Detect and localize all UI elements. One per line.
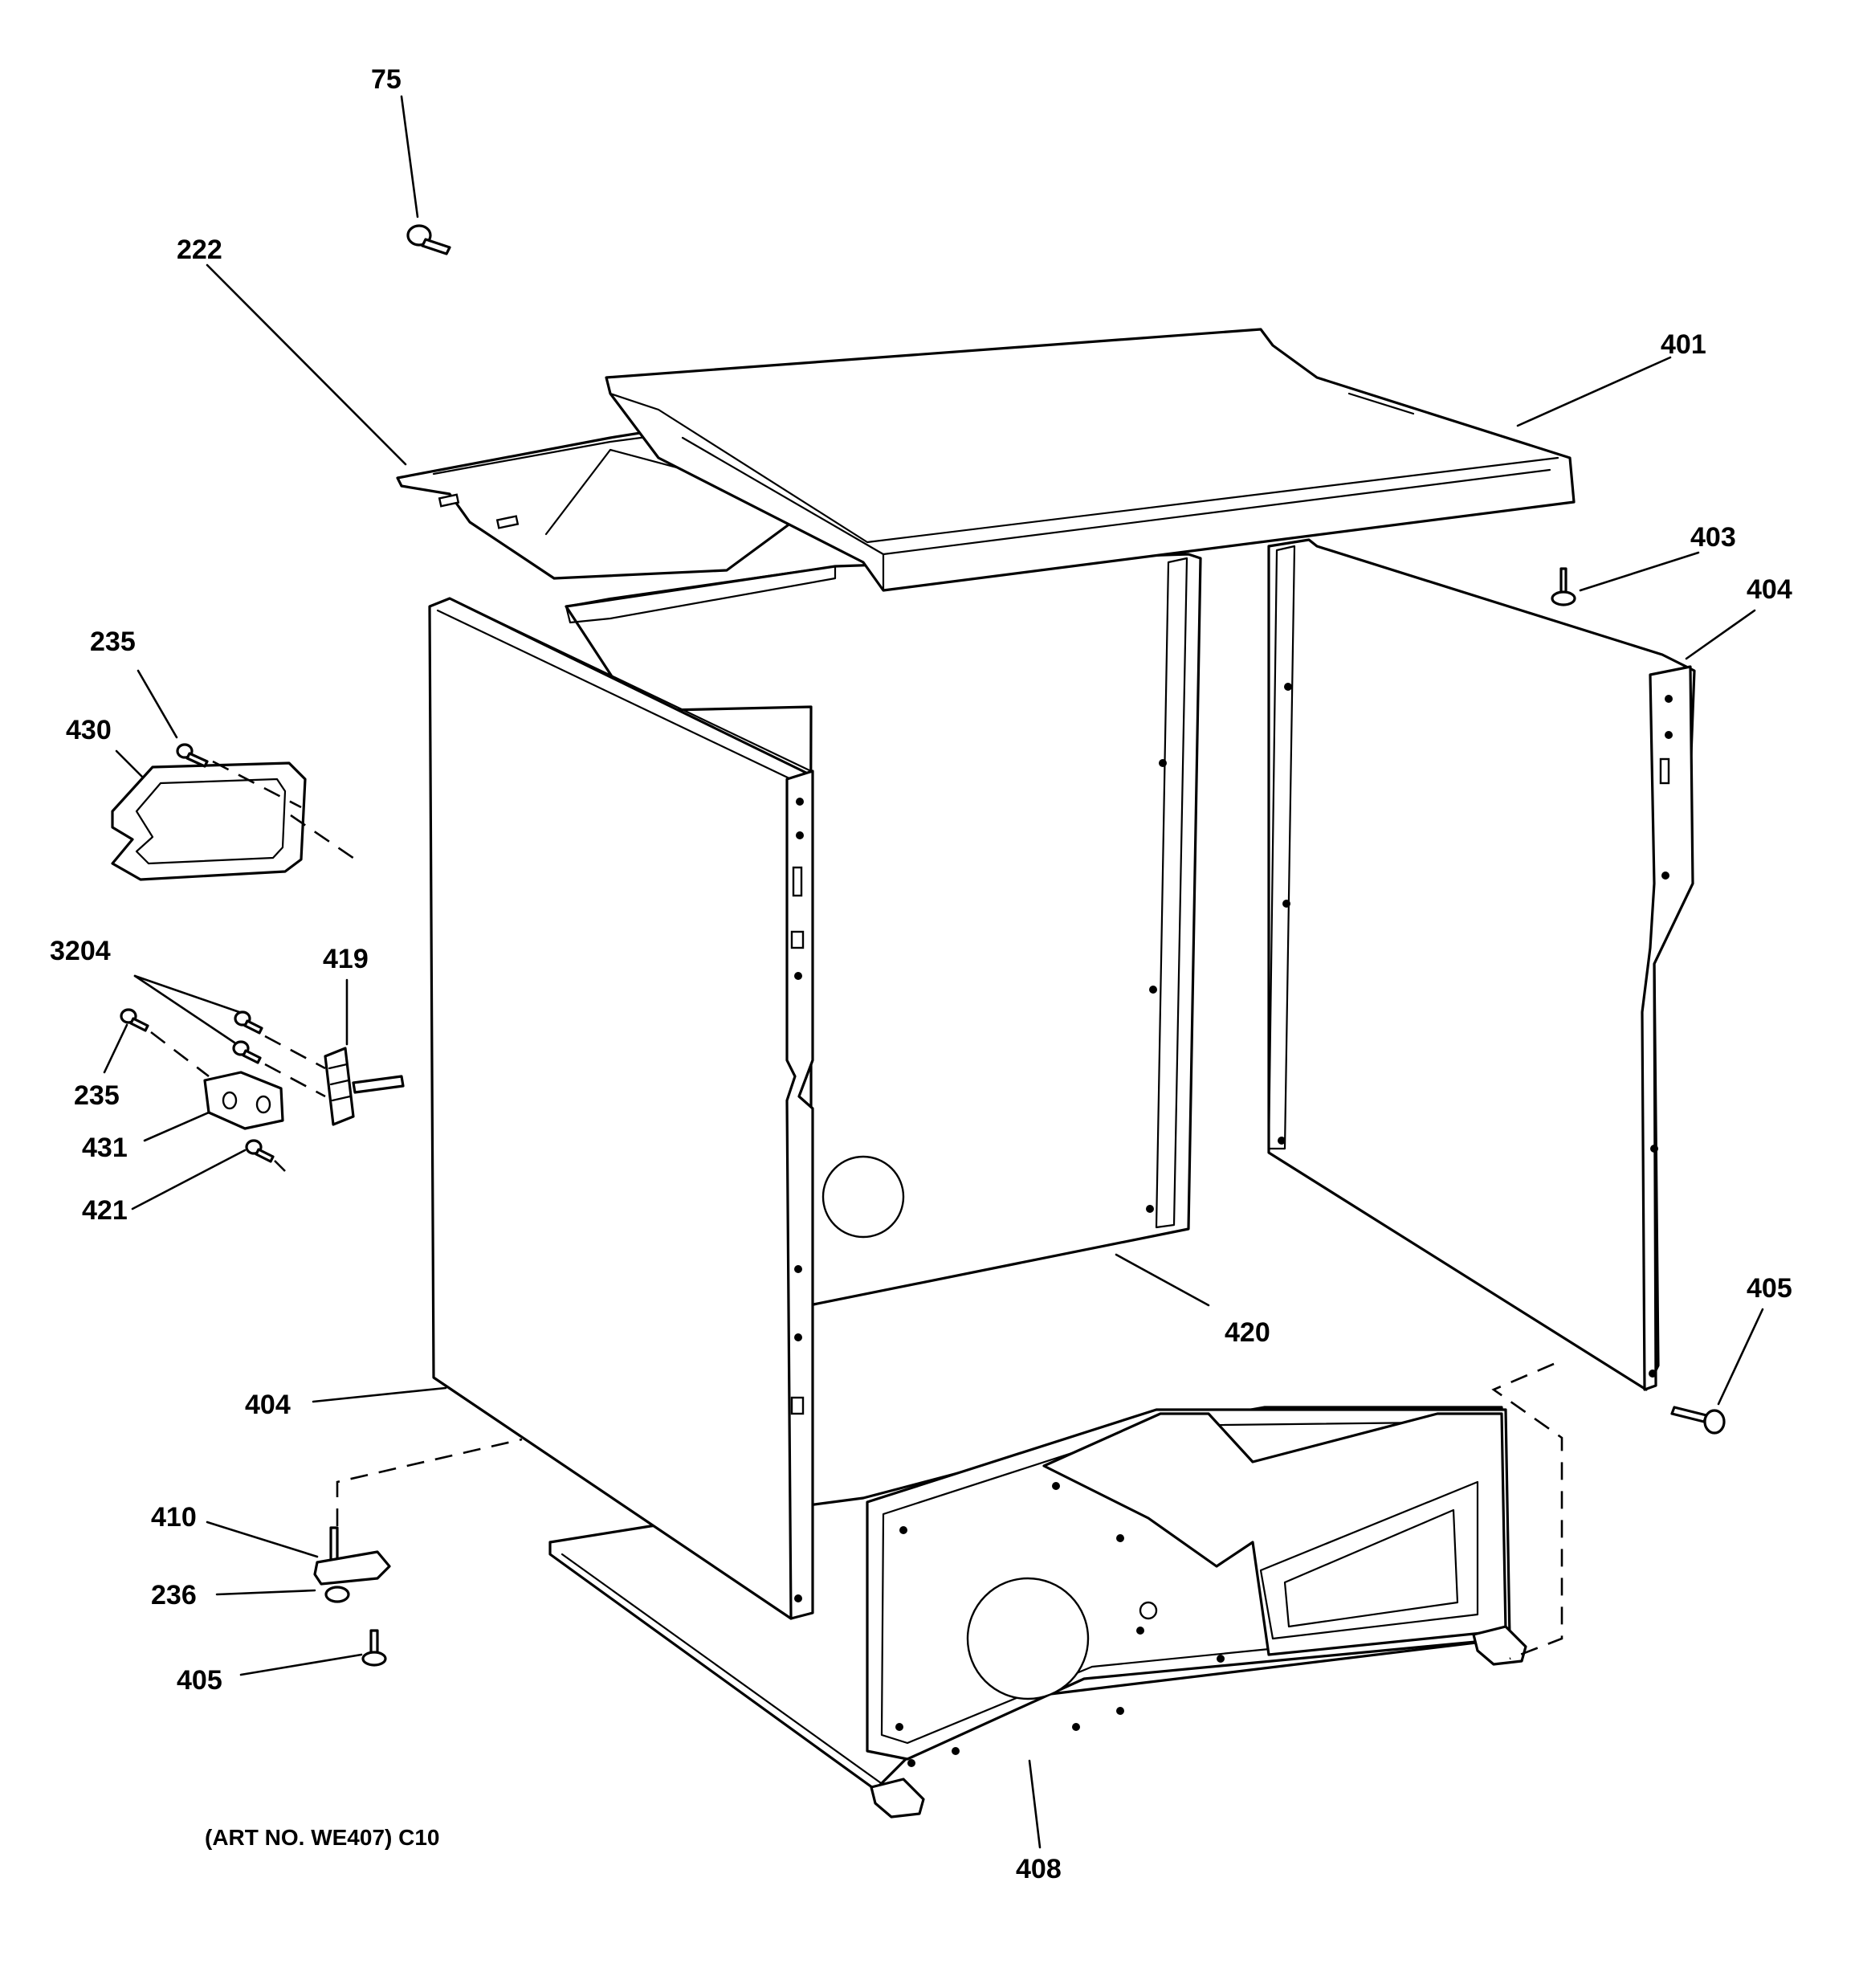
- label-420: 420: [1225, 1317, 1270, 1348]
- label-410: 410: [151, 1502, 197, 1533]
- label-222: 222: [177, 235, 222, 265]
- screw-235-mid: [120, 1008, 149, 1032]
- label-75: 75: [371, 64, 402, 95]
- label-421: 421: [82, 1195, 128, 1226]
- vent-bracket-430: [111, 761, 307, 881]
- leveling-leg-410: [313, 1526, 391, 1603]
- cabinet-top-401: [605, 328, 1576, 592]
- label-404-right: 404: [1747, 574, 1792, 605]
- art-number: (ART NO. WE407) C10: [205, 1825, 440, 1850]
- rear-panel-420: [565, 553, 1202, 1307]
- screw-405-right: [1670, 1406, 1726, 1435]
- label-405-right: 405: [1747, 1273, 1792, 1304]
- side-panel-404-right: [1267, 538, 1696, 1391]
- label-431: 431: [82, 1133, 128, 1163]
- bracket-431: [203, 1071, 284, 1130]
- label-405-left: 405: [177, 1665, 222, 1696]
- label-236: 236: [151, 1580, 197, 1610]
- label-3204: 3204: [50, 936, 111, 966]
- alignment-lines: [150, 760, 1563, 1660]
- label-235-top: 235: [90, 627, 136, 657]
- leader-lines: [103, 95, 1764, 1849]
- screw-405-left: [361, 1629, 387, 1667]
- label-401: 401: [1661, 329, 1706, 360]
- screws-3204: [232, 1010, 263, 1064]
- terminal-block-419: [324, 1047, 405, 1126]
- base-assembly-408: [548, 1406, 1527, 1819]
- screw-403: [1551, 567, 1576, 606]
- screw-421: [245, 1139, 275, 1163]
- label-403: 403: [1690, 522, 1736, 553]
- label-404-left: 404: [245, 1390, 291, 1420]
- label-408: 408: [1016, 1854, 1062, 1884]
- label-235-mid: 235: [74, 1080, 120, 1111]
- label-430: 430: [66, 715, 112, 745]
- screw-75: [406, 224, 451, 255]
- side-panel-404-left: [428, 597, 814, 1620]
- part-labels: 75 222 401 403 404 235 430 3204 419 235 …: [50, 64, 1792, 1884]
- label-419: 419: [323, 944, 369, 974]
- screw-235-top: [176, 743, 209, 768]
